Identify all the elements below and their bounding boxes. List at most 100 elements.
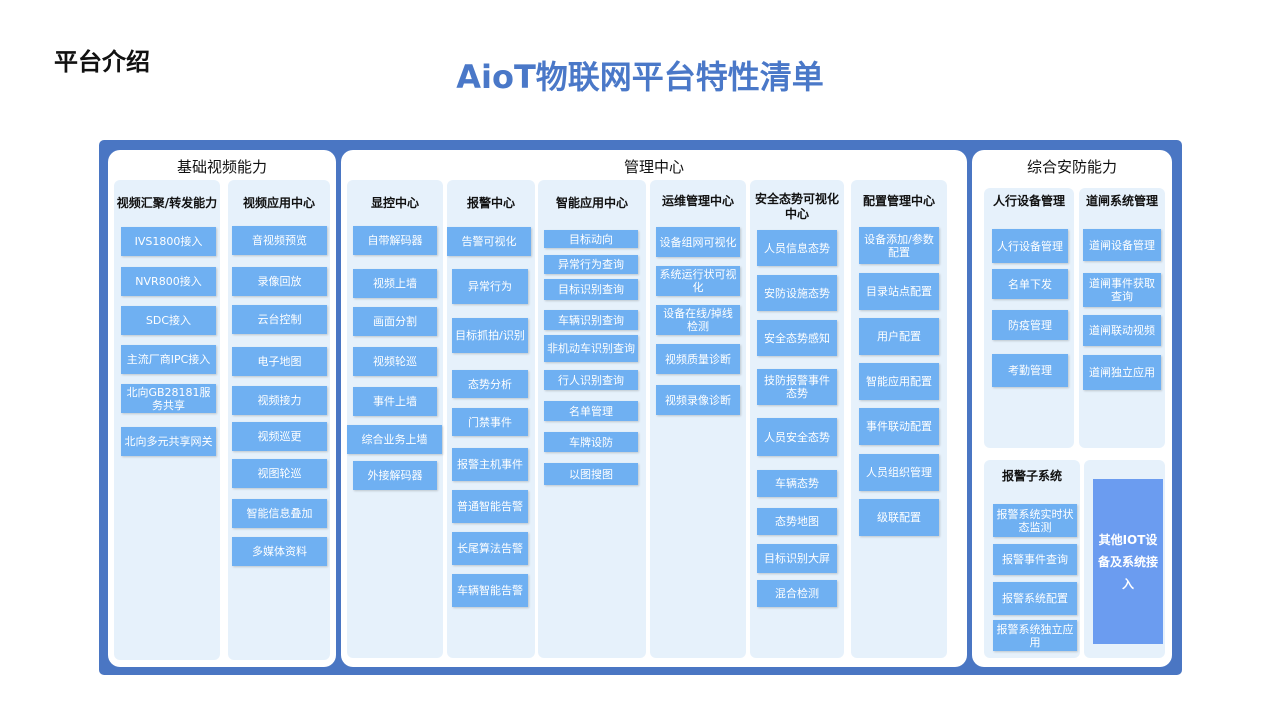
integrated-security-panel: 综合安防能力 人行设备管理 人行设备管理 名单下发 防疫管理 考勤管理 道闸系统…: [972, 150, 1172, 667]
feature-item[interactable]: NVR800接入: [121, 267, 216, 296]
feature-item[interactable]: 长尾算法告警: [452, 532, 528, 565]
feature-item[interactable]: 考勤管理: [992, 354, 1068, 387]
feature-item[interactable]: IVS1800接入: [121, 227, 216, 256]
basic-video-panel: 基础视频能力 视频汇聚/转发能力 IVS1800接入 NVR800接入 SDC接…: [108, 150, 336, 667]
feature-item[interactable]: 异常行为: [452, 269, 528, 304]
feature-item[interactable]: 道闸设备管理: [1083, 229, 1161, 261]
feature-item[interactable]: 录像回放: [232, 267, 327, 296]
column-title: 智能应用中心: [555, 196, 628, 210]
feature-item[interactable]: 行人识别查询: [544, 370, 638, 390]
feature-item[interactable]: 报警事件查询: [993, 544, 1077, 575]
feature-item[interactable]: 人员信息态势: [757, 230, 837, 266]
feature-item[interactable]: 告警可视化: [447, 227, 531, 256]
feature-item[interactable]: SDC接入: [121, 306, 216, 335]
feature-item[interactable]: 异常行为查询: [544, 255, 638, 274]
main-title: AioT物联网平台特性清单: [456, 58, 824, 96]
column-title: 视频汇聚/转发能力: [116, 196, 218, 210]
feature-item[interactable]: 目标识别大屏: [757, 544, 837, 573]
pedestrian-device-column: 人行设备管理 人行设备管理 名单下发 防疫管理 考勤管理: [984, 188, 1074, 448]
feature-item[interactable]: 车辆智能告警: [452, 574, 528, 607]
feature-item[interactable]: 画面分割: [353, 307, 437, 336]
config-center-column: 配置管理中心 设备添加/参数配置 目录站点配置 用户配置 智能应用配置 事件联动…: [851, 180, 947, 658]
feature-item[interactable]: 综合业务上墙: [347, 425, 442, 454]
feature-item[interactable]: 混合检测: [757, 580, 837, 607]
video-aggregation-column: 视频汇聚/转发能力 IVS1800接入 NVR800接入 SDC接入 主流厂商I…: [114, 180, 220, 660]
feature-item[interactable]: 视频巡更: [232, 422, 327, 451]
feature-item[interactable]: 目标抓拍/识别: [452, 318, 528, 353]
feature-item[interactable]: 事件上墙: [353, 387, 437, 416]
feature-item[interactable]: 报警系统独立应用: [993, 620, 1077, 651]
feature-item[interactable]: 车辆态势: [757, 470, 837, 497]
feature-item[interactable]: 报警系统实时状态监测: [993, 504, 1077, 537]
feature-item[interactable]: 设备在线/掉线检测: [656, 305, 740, 335]
feature-item[interactable]: 道闸联动视频: [1083, 315, 1161, 346]
feature-item[interactable]: 目标识别查询: [544, 279, 638, 300]
feature-item[interactable]: 门禁事件: [452, 408, 528, 436]
feature-item[interactable]: 视频上墙: [353, 269, 437, 298]
feature-item[interactable]: 名单管理: [544, 401, 638, 421]
feature-item[interactable]: 报警主机事件: [452, 448, 528, 481]
feature-item[interactable]: 视频轮巡: [353, 347, 437, 376]
basic-video-title: 基础视频能力: [176, 158, 267, 176]
feature-item[interactable]: 北向多元共享网关: [121, 427, 216, 456]
feature-item[interactable]: 防疫管理: [992, 310, 1068, 340]
feature-item[interactable]: 系统运行状可视化: [656, 266, 740, 296]
feature-item[interactable]: 普通智能告警: [452, 490, 528, 523]
feature-item[interactable]: 人员组织管理: [859, 454, 939, 491]
column-title: 报警中心: [466, 196, 515, 210]
feature-item[interactable]: 安全态势感知: [757, 320, 837, 356]
feature-item[interactable]: 北向GB28181服务共享: [121, 384, 216, 413]
feature-item[interactable]: 事件联动配置: [859, 408, 939, 445]
feature-item[interactable]: 设备组网可视化: [656, 227, 740, 257]
feature-list-frame: 基础视频能力 视频汇聚/转发能力 IVS1800接入 NVR800接入 SDC接…: [99, 140, 1182, 675]
column-title: 安全态势可视化中心: [754, 192, 839, 221]
feature-item[interactable]: 外接解码器: [353, 461, 437, 490]
column-title: 显控中心: [370, 196, 419, 210]
feature-item[interactable]: 技防报警事件态势: [757, 369, 837, 405]
security-situation-column: 安全态势可视化中心 人员信息态势 安防设施态势 安全态势感知 技防报警事件态势 …: [750, 180, 844, 658]
om-center-column: 运维管理中心 设备组网可视化 系统运行状可视化 设备在线/掉线检测 视频质量诊断…: [650, 180, 746, 658]
page-title: 平台介绍: [54, 48, 150, 76]
feature-item[interactable]: 设备添加/参数配置: [859, 227, 939, 264]
feature-item[interactable]: 目标动向: [544, 230, 638, 248]
alarm-subsystem-column: 报警子系统 报警系统实时状态监测 报警事件查询 报警系统配置 报警系统独立应用: [984, 460, 1080, 658]
barrier-gate-column: 道闸系统管理 道闸设备管理 道闸事件获取查询 道闸联动视频 道闸独立应用: [1079, 188, 1165, 448]
feature-item[interactable]: 人行设备管理: [992, 229, 1068, 263]
feature-item[interactable]: 电子地图: [232, 347, 327, 376]
feature-item[interactable]: 报警系统配置: [993, 582, 1077, 615]
feature-item[interactable]: 视图轮巡: [232, 459, 327, 488]
feature-item[interactable]: 态势分析: [452, 370, 528, 398]
management-center-panel: 管理中心 显控中心 自带解码器 视频上墙 画面分割 视频轮巡 事件上墙 综合业务…: [341, 150, 967, 667]
management-center-title: 管理中心: [623, 158, 684, 176]
feature-item[interactable]: 态势地图: [757, 508, 837, 535]
column-title: 道闸系统管理: [1085, 194, 1158, 208]
feature-item[interactable]: 车牌设防: [544, 432, 638, 452]
feature-item[interactable]: 视频质量诊断: [656, 344, 740, 374]
column-title: 视频应用中心: [242, 196, 315, 210]
feature-item[interactable]: 云台控制: [232, 305, 327, 334]
display-control-column: 显控中心 自带解码器 视频上墙 画面分割 视频轮巡 事件上墙 综合业务上墙 外接…: [347, 180, 443, 658]
feature-item[interactable]: 非机动车识别查询: [544, 335, 638, 362]
feature-item[interactable]: 音视频预览: [232, 226, 327, 255]
feature-item[interactable]: 自带解码器: [353, 226, 437, 255]
feature-item[interactable]: 安防设施态势: [757, 275, 837, 311]
column-title: 报警子系统: [1001, 469, 1062, 483]
feature-item[interactable]: 车辆识别查询: [544, 310, 638, 330]
feature-item[interactable]: 目录站点配置: [859, 273, 939, 310]
feature-item[interactable]: 道闸事件获取查询: [1083, 273, 1161, 307]
other-iot-access-block[interactable]: 其他IOT设备及系统接入: [1093, 479, 1163, 644]
feature-item[interactable]: 主流厂商IPC接入: [121, 345, 216, 374]
feature-item[interactable]: 名单下发: [992, 269, 1068, 299]
feature-item[interactable]: 视频接力: [232, 386, 327, 415]
feature-item[interactable]: 以图搜图: [544, 463, 638, 485]
feature-item[interactable]: 视频录像诊断: [656, 385, 740, 415]
feature-item[interactable]: 智能应用配置: [859, 363, 939, 400]
feature-item[interactable]: 人员安全态势: [757, 418, 837, 456]
alarm-center-column: 报警中心 告警可视化 异常行为 目标抓拍/识别 态势分析 门禁事件 报警主机事件…: [447, 180, 535, 658]
feature-item[interactable]: 多媒体资料: [232, 537, 327, 566]
feature-item[interactable]: 道闸独立应用: [1083, 355, 1161, 390]
feature-item[interactable]: 智能信息叠加: [232, 499, 327, 528]
feature-item[interactable]: 用户配置: [859, 318, 939, 355]
feature-item[interactable]: 级联配置: [859, 499, 939, 536]
smart-app-center-column: 智能应用中心 目标动向 异常行为查询 目标识别查询 车辆识别查询 非机动车识别查…: [538, 180, 646, 658]
